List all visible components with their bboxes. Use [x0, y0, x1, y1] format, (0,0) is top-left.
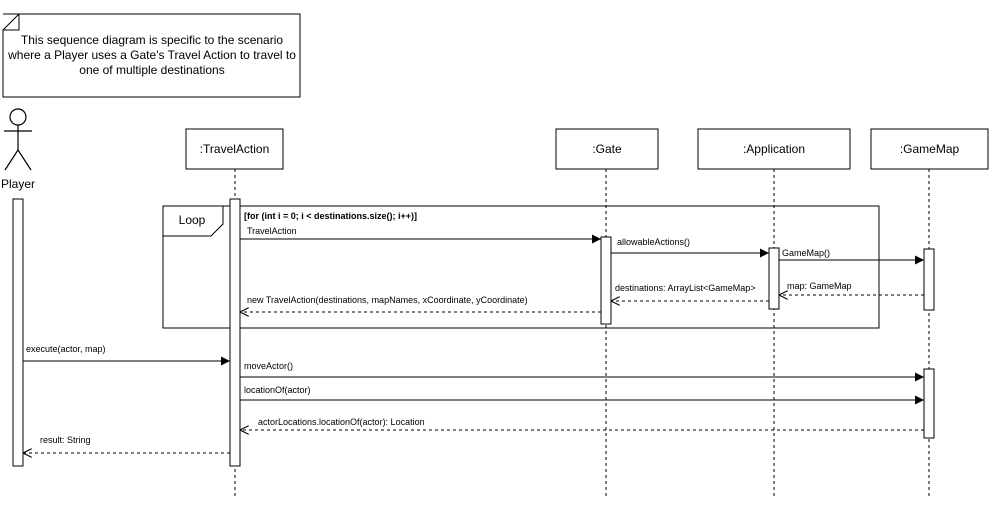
message-label-game-map: GameMap()	[782, 248, 830, 258]
note-line-3: one of multiple destinations	[79, 63, 224, 77]
lifeline-label-gate: :Gate	[592, 142, 622, 156]
stick-figure-icon	[4, 108, 32, 171]
loop-guard: [for (int i = 0; i < destinations.size()…	[244, 211, 417, 221]
lifeline-game-map: :GameMap	[870, 128, 989, 170]
return-map: map: GameMap	[779, 281, 924, 295]
note-line-1: This sequence diagram is specific to the…	[21, 33, 283, 47]
activation-game-map-1	[923, 248, 935, 311]
lifeline-label-game-map: :GameMap	[900, 142, 960, 156]
return-label-result: result: String	[40, 435, 91, 445]
loop-fragment: Loop [for (int i = 0; i < destinations.s…	[162, 205, 880, 329]
message-label-travel-action: TravelAction	[247, 226, 297, 236]
message-label-execute: execute(actor, map)	[26, 344, 106, 354]
message-label-new-travel-action: new TravelAction(destinations, mapNames,…	[247, 295, 528, 305]
message-execute: execute(actor, map)	[23, 344, 230, 366]
message-travel-action: TravelAction	[240, 226, 601, 244]
activation-gate	[600, 236, 612, 325]
scenario-note: This sequence diagram is specific to the…	[2, 13, 301, 98]
message-allowable-actions: allowableActions()	[611, 237, 769, 258]
message-label-allowable-actions: allowableActions()	[617, 237, 690, 247]
message-location-of: locationOf(actor)	[240, 385, 924, 405]
return-label-location: actorLocations.locationOf(actor): Locati…	[258, 417, 425, 427]
return-location: actorLocations.locationOf(actor): Locati…	[240, 417, 924, 430]
return-label-destinations: destinations: ArrayList<GameMap>	[615, 283, 756, 293]
note-line-2: where a Player uses a Gate's Travel Acti…	[7, 48, 296, 62]
activation-player	[12, 198, 24, 467]
return-label-map: map: GameMap	[787, 281, 852, 291]
activation-application	[768, 247, 780, 310]
lifeline-label-travel-action: :TravelAction	[200, 142, 270, 156]
message-move-actor: moveActor()	[240, 361, 924, 382]
lifeline-gate: :Gate	[555, 128, 659, 170]
message-label-move-actor: moveActor()	[244, 361, 293, 371]
return-destinations: destinations: ArrayList<GameMap>	[611, 283, 769, 301]
message-game-map: GameMap()	[779, 248, 924, 265]
lifeline-application: :Application	[697, 128, 851, 170]
lifeline-label-application: :Application	[743, 142, 805, 156]
actor-label: Player	[1, 177, 35, 191]
loop-label: Loop	[179, 213, 206, 227]
message-label-location-of: locationOf(actor)	[244, 385, 311, 395]
activation-travel-action	[229, 198, 241, 467]
return-result: result: String	[23, 435, 230, 453]
message-new-travel-action: new TravelAction(destinations, mapNames,…	[240, 295, 601, 312]
lifeline-travel-action: :TravelAction	[185, 128, 284, 170]
player-actor: Player	[1, 108, 35, 191]
activation-game-map-2	[923, 368, 935, 439]
